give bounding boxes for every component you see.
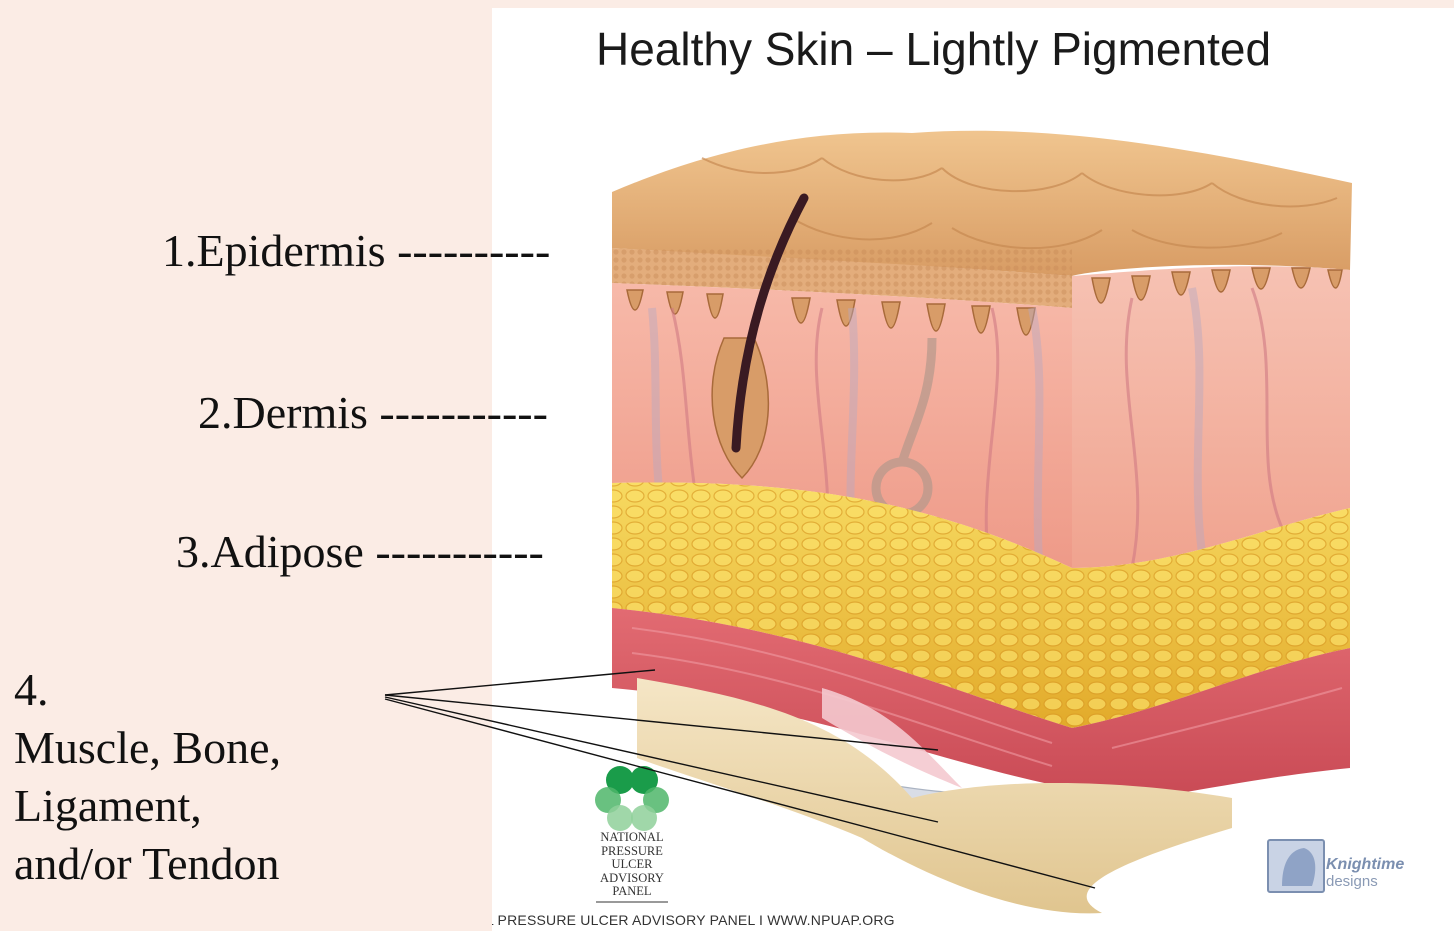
knightime-logo-icon (1268, 840, 1324, 892)
label-dermis: 2.Dermis ----------- (198, 390, 548, 436)
label-adipose: 3.Adipose ----------- (176, 529, 544, 575)
label-number: 3. (176, 526, 211, 577)
label-number: 4. (14, 661, 281, 719)
label-number: 2. (198, 387, 233, 438)
npuap-line: Panel (588, 885, 676, 899)
label-epidermis: 1.Epidermis ---------- (162, 228, 550, 274)
label-leader: ----------- (375, 526, 544, 577)
label-line: 4.Muscle, Bone, (14, 661, 281, 777)
label-leader: ---------- (397, 225, 550, 276)
label-text: Dermis (233, 387, 368, 438)
knightime-brand: Knightime (1326, 857, 1404, 873)
npuap-line: National (588, 831, 676, 845)
knightime-sub: designs (1326, 874, 1378, 889)
figure-footer: L PRESSURE ULCER ADVISORY PANEL I WWW.NP… (492, 912, 895, 928)
label-line: and/or Tendon (14, 835, 281, 893)
label-line: Ligament, (14, 777, 281, 835)
npuap-line: Pressure (588, 845, 676, 859)
npuap-logo-text: National Pressure Ulcer Advisory Panel (588, 831, 676, 899)
skin-cross-section-illustration (492, 8, 1454, 931)
label-text: Adipose (211, 526, 364, 577)
skin-figure: Healthy Skin – Lightly Pigmented Nationa… (492, 8, 1454, 931)
figure-title: Healthy Skin – Lightly Pigmented (492, 22, 1454, 76)
label-number: 1. (162, 225, 197, 276)
label-text: Muscle, Bone, (14, 719, 281, 777)
label-deep-structures: 4.Muscle, Bone, Ligament, and/or Tendon (14, 661, 281, 893)
label-leader: ----------- (379, 387, 548, 438)
npuap-line: Advisory (588, 872, 676, 886)
label-text: Epidermis (197, 225, 386, 276)
npuap-line: Ulcer (588, 858, 676, 872)
